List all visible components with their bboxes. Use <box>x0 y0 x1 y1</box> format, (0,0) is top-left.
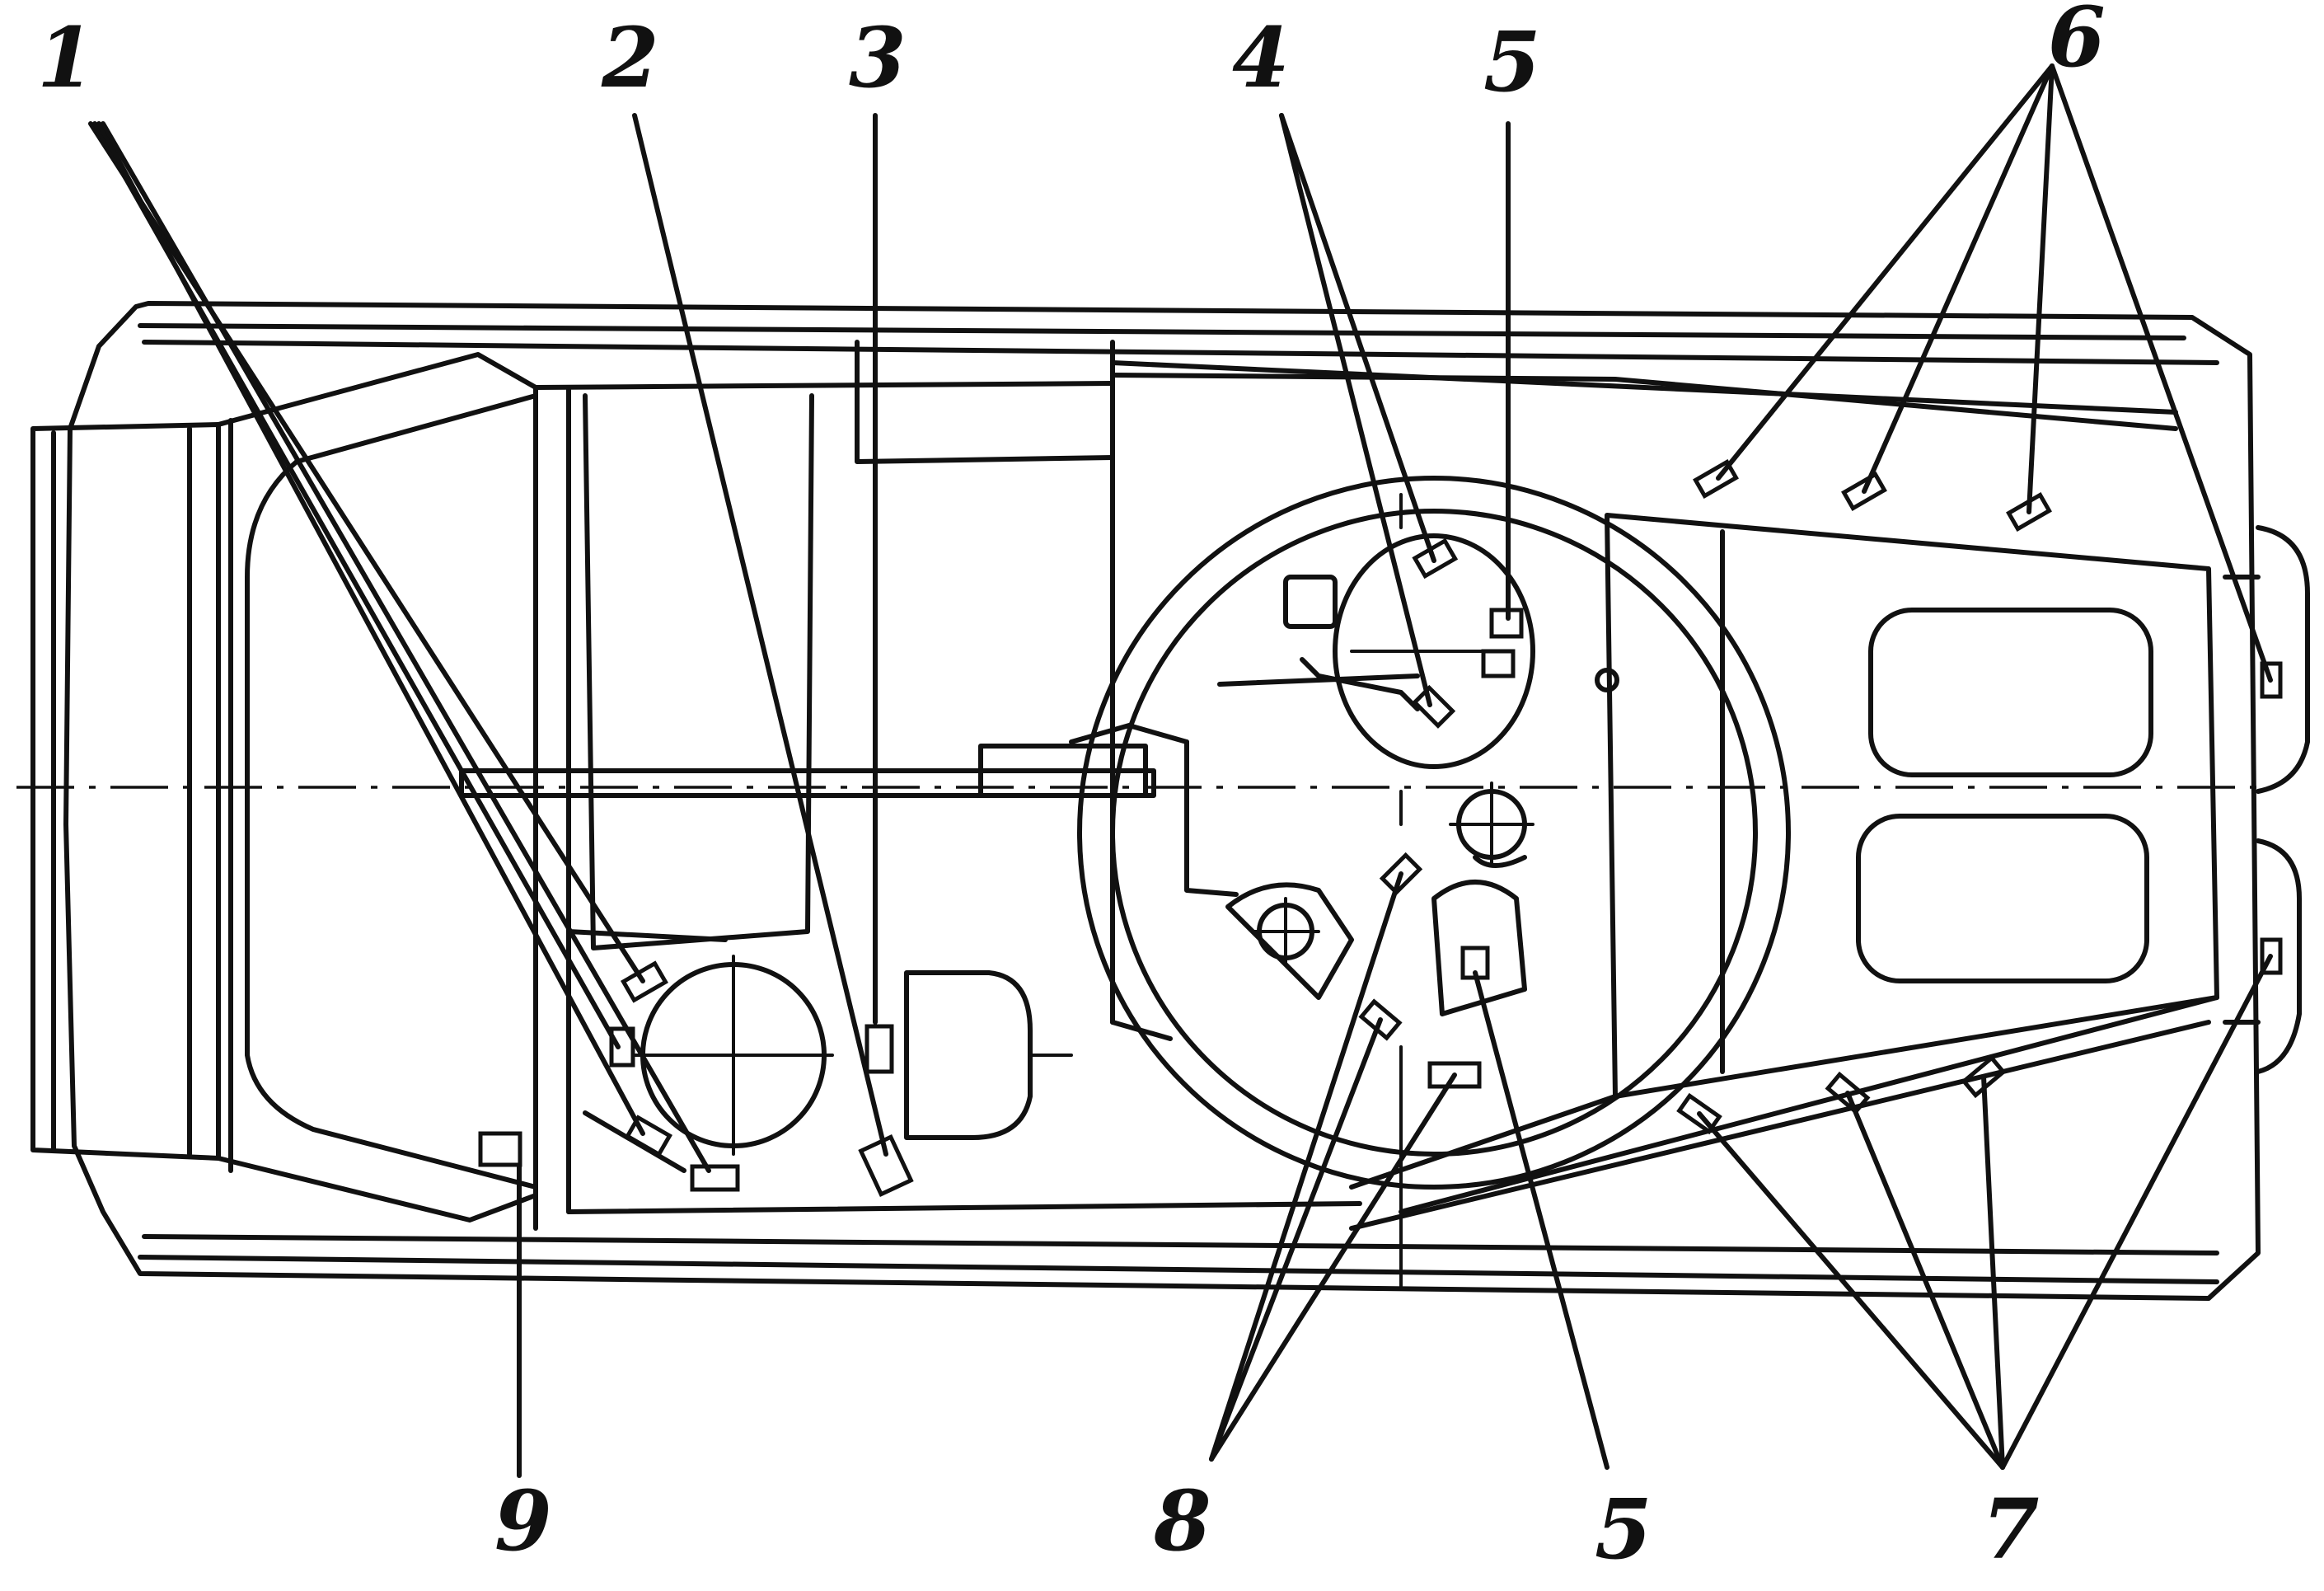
label-6: 6 <box>2048 0 2106 86</box>
label-4: 4 <box>1232 9 1290 106</box>
sensor-tags <box>478 459 2283 1198</box>
label-8: 8 <box>1153 1472 1211 1570</box>
label-7: 7 <box>1982 1481 2040 1578</box>
hull-outline <box>30 301 2310 1301</box>
label-5-bottom: 5 <box>1595 1481 1652 1578</box>
components <box>904 970 1073 1140</box>
turret <box>1077 476 1791 1288</box>
label-9: 9 <box>494 1472 552 1570</box>
label-5-top: 5 <box>1483 13 1541 110</box>
label-2: 2 <box>601 9 659 106</box>
label-1: 1 <box>37 9 95 106</box>
driver-hatch <box>566 929 834 1173</box>
leader-lines <box>88 63 2273 1478</box>
label-3: 3 <box>849 9 907 106</box>
